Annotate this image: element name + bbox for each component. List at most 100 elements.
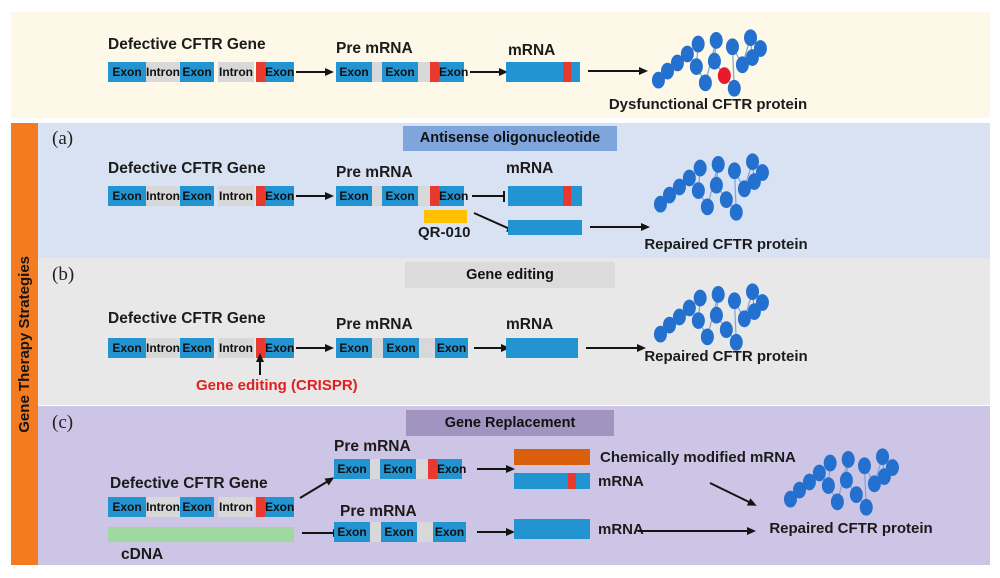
intron-segment: Intron (146, 186, 180, 206)
qr010-oligo-bar (424, 210, 467, 223)
exon-segment: Exon (383, 338, 419, 358)
arrow-premrna-to-mrna (470, 67, 508, 76)
sidebar-title: Gene Therapy Strategies (16, 255, 33, 433)
mutation-stripe (256, 62, 265, 82)
mrna-label: mRNA (598, 473, 644, 490)
arrow-mrna-to-protein (638, 526, 756, 535)
intron-segment: Intron (146, 497, 180, 517)
exon-segment: Exon (336, 62, 372, 82)
exon-segment: Exon (265, 338, 294, 358)
mrna-bar-mutant (506, 62, 580, 82)
exon-segment: Exon (382, 62, 418, 82)
mrna-bar-mutant (508, 186, 582, 206)
exon-segment: Exon (180, 497, 214, 517)
intron-segment: Intron (146, 338, 180, 358)
exon-segment: Exon (265, 62, 294, 82)
mutation-stripe (563, 186, 571, 206)
defective-gene-bar: Exon Intron Exon Intron Exon (108, 497, 294, 517)
exon-segment: Exon (439, 186, 468, 206)
mutation-stripe (430, 186, 439, 206)
inhibition-line (472, 190, 505, 202)
pre-mrna-label: Pre mRNA (336, 40, 413, 57)
pre-mrna-bar-mutant: Exon Exon Exon (336, 62, 468, 82)
section-c-header: Gene Replacement (406, 410, 614, 436)
exon-segment: Exon (336, 338, 372, 358)
exon-segment: Exon (108, 186, 146, 206)
exon-segment: Exon (382, 186, 418, 206)
intron-segment: Intron (218, 338, 254, 358)
mrna-label: mRNA (506, 160, 554, 177)
exon-segment: Exon (437, 459, 466, 479)
defective-gene-label: Defective CFTR Gene (108, 160, 266, 177)
mutation-stripe (256, 338, 265, 358)
exon-segment: Exon (180, 186, 214, 206)
mutation-stripe (256, 497, 265, 517)
pre-mrna-bar-mutant: Exon Exon Exon (334, 459, 466, 479)
mrna-label: mRNA (508, 42, 556, 59)
arrow-gene-to-premrna (296, 191, 334, 200)
pre-mrna-bar-mutant: Exon Exon Exon (336, 186, 468, 206)
arrow-premrna-to-mrna (477, 527, 515, 536)
exon-segment: Exon (180, 62, 214, 82)
exon-segment: Exon (439, 62, 468, 82)
exon-segment: Exon (265, 497, 294, 517)
exon-segment: Exon (180, 338, 214, 358)
intron-segment: Intron (146, 62, 180, 82)
pre-mrna-label: Pre mRNA (336, 316, 413, 333)
cdna-bar (108, 527, 294, 542)
arrow-crispr-to-gene (255, 353, 264, 375)
arrow-premrna-to-mrna (474, 343, 510, 352)
defective-gene-bar: Exon Intron Exon Intron Exon (108, 338, 294, 358)
exon-segment: Exon (380, 459, 416, 479)
exon-segment: Exon (334, 459, 370, 479)
arrow-mrna-to-protein (588, 66, 648, 75)
arrow-mrna-to-protein (586, 343, 646, 352)
defective-gene-label: Defective CFTR Gene (110, 475, 268, 492)
pre-mrna-label: Pre mRNA (334, 438, 411, 455)
pre-mrna-bar-repaired: Exon Exon Exon (334, 522, 466, 542)
intron-segment: Intron (218, 186, 254, 206)
defective-gene-bar: Exon Intron Exon Intron Exon (108, 62, 294, 82)
mutation-stripe (428, 459, 437, 479)
exon-segment: Exon (381, 522, 417, 542)
defective-gene-bar: Exon Intron Exon Intron Exon (108, 186, 294, 206)
section-b-tag: (b) (52, 264, 75, 285)
pre-mrna-label: Pre mRNA (336, 164, 413, 181)
mrna-bar-mutant (514, 473, 590, 489)
arrow-gene-to-premrna (296, 343, 334, 352)
section-b-header: Gene editing (405, 262, 615, 288)
mrna-label: mRNA (598, 521, 644, 538)
mutation-stripe (563, 62, 571, 82)
dysfunctional-protein-graphic (651, 29, 767, 97)
qr010-label: QR-010 (418, 224, 471, 241)
chemically-modified-mrna-bar (514, 449, 590, 465)
chemically-modified-mrna-label: Chemically modified mRNA (600, 449, 796, 466)
arrow-cdna-to-premrna (302, 528, 342, 537)
sidebar: Gene Therapy Strategies (11, 123, 38, 565)
exon-segment: Exon (336, 186, 372, 206)
mutation-stripe (256, 186, 265, 206)
exon-segment: Exon (108, 497, 146, 517)
intron-segment: Intron (218, 497, 254, 517)
exon-segment: Exon (108, 62, 146, 82)
exon-segment: Exon (435, 338, 468, 358)
defective-gene-label: Defective CFTR Gene (108, 36, 266, 53)
repaired-protein-label: Repaired CFTR protein (769, 520, 933, 537)
repaired-protein-label: Repaired CFTR protein (644, 348, 808, 365)
mrna-label: mRNA (506, 316, 554, 333)
arrow-premrna-to-mrna (477, 464, 515, 473)
repaired-protein-graphic (653, 283, 769, 351)
mrna-bar-repaired (514, 519, 590, 539)
exon-segment: Exon (334, 522, 370, 542)
cdna-label: cDNA (121, 546, 164, 563)
crispr-label: Gene editing (CRISPR) (196, 377, 358, 394)
dysfunctional-protein-label: Dysfunctional CFTR protein (608, 96, 808, 113)
mrna-bar-repaired (508, 220, 582, 235)
pre-mrna-bar-repaired: Exon Exon Exon (336, 338, 468, 358)
intron-segment: Intron (218, 62, 254, 82)
exon-segment: Exon (108, 338, 146, 358)
mutation-stripe (430, 62, 439, 82)
defective-gene-label: Defective CFTR Gene (108, 310, 266, 327)
section-a-tag: (a) (52, 128, 74, 149)
